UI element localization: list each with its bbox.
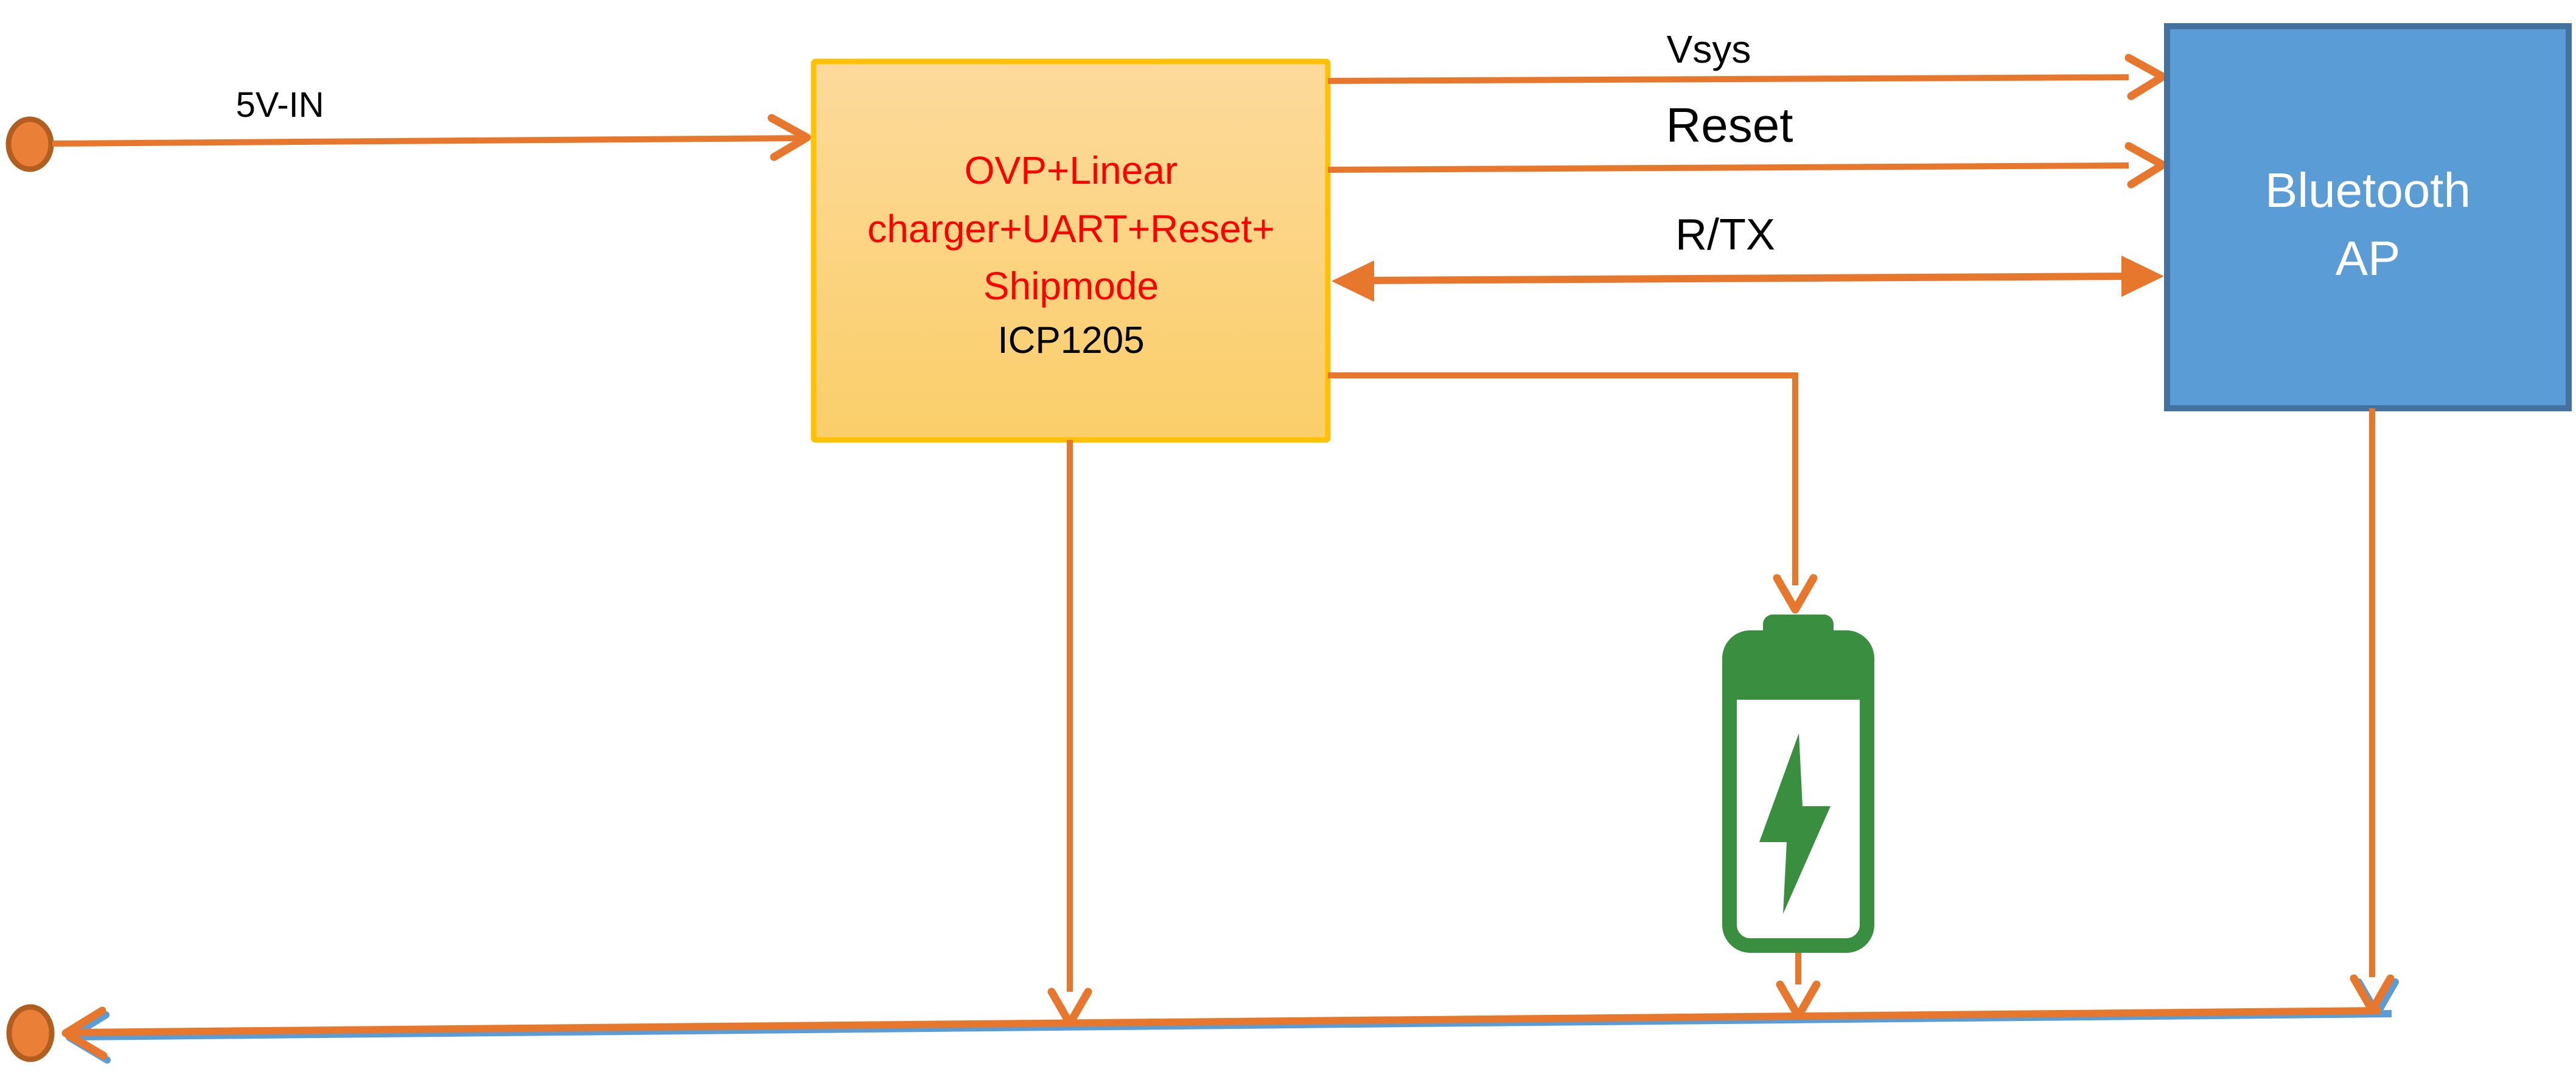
reset-arrowhead-icon xyxy=(2124,142,2167,189)
reset-connector-line xyxy=(1327,162,2129,173)
ground-terminal-node xyxy=(6,1004,55,1062)
input-label: 5V-IN xyxy=(236,85,324,125)
rtx-label: R/TX xyxy=(1675,211,1775,259)
ground-rail-orange-arrowhead-icon xyxy=(61,1006,108,1060)
vsys-arrowhead-icon xyxy=(2124,54,2167,100)
battery-top-band xyxy=(1730,638,1867,700)
bluetooth-ap-block xyxy=(2164,23,2572,411)
bluetooth-ap-text-line1: Bluetooth xyxy=(2265,163,2471,217)
charger-block-text-line2: charger+UART+Reset+ xyxy=(867,207,1274,251)
rtx-arrowhead-left-icon xyxy=(1332,260,1374,302)
vsys-connector-line xyxy=(1327,74,2129,84)
charger-block xyxy=(811,58,1331,443)
reset-label: Reset xyxy=(1666,98,1793,152)
charger-block-text-line1: OVP+Linear xyxy=(965,148,1178,192)
battery-bolt-icon xyxy=(1759,733,1831,914)
charger-ground-arrowhead-icon xyxy=(1047,988,1092,1028)
battery-in-arrowhead-icon xyxy=(1773,574,1818,614)
vsys-label: Vsys xyxy=(1667,27,1751,71)
input-terminal-node xyxy=(5,116,54,172)
battery-ground-arrowhead-icon xyxy=(1776,980,1821,1020)
input-arrowhead-icon xyxy=(767,114,811,161)
charger-to-battery-line xyxy=(1328,372,1798,585)
rtx-arrowhead-right-icon xyxy=(2121,256,2164,297)
bluetooth-ap-text-line2: AP xyxy=(2336,231,2401,285)
battery-icon xyxy=(1722,615,1874,953)
charger-block-text-line3: Shipmode xyxy=(983,264,1159,308)
charger-part-number: ICP1205 xyxy=(997,319,1144,361)
rtx-connector-line xyxy=(1366,273,2127,284)
input-connector-line xyxy=(52,135,801,147)
ground-rail-orange-line xyxy=(74,1007,2381,1036)
